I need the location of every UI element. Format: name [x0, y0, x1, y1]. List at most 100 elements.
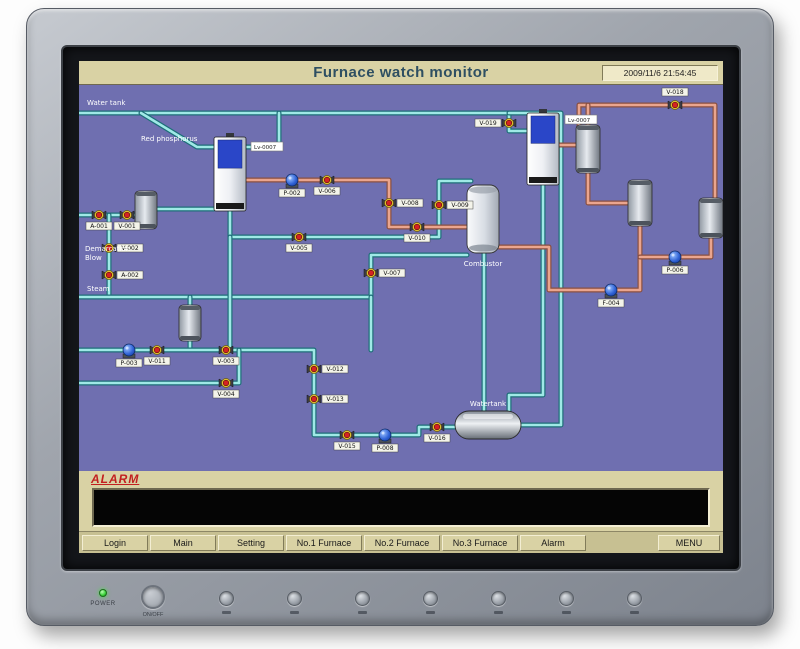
svg-text:V-009: V-009: [451, 202, 469, 209]
tank-reactor: [526, 109, 560, 186]
diagram-label: Watertank: [470, 400, 507, 408]
valve-v-019[interactable]: V-019: [474, 118, 517, 128]
svg-text:A-002: A-002: [121, 272, 139, 279]
bezel-function-button-7[interactable]: [627, 591, 642, 606]
tank-vessel: [698, 197, 723, 239]
menu-button-alarm[interactable]: Alarm: [520, 534, 586, 551]
alarm-panel: ALARM: [79, 471, 723, 531]
screen-frame: Furnace watch monitor 2009/11/6 21:54:45: [61, 45, 741, 571]
power-button[interactable]: [141, 585, 165, 609]
alarm-message-list: [92, 488, 710, 527]
valve-v-015[interactable]: V-015: [333, 430, 361, 451]
valve-v-010[interactable]: V-010: [403, 222, 431, 243]
valve-v-002[interactable]: V-002: [101, 243, 144, 253]
monitor-bezel: Furnace watch monitor 2009/11/6 21:54:45: [26, 8, 774, 626]
title-bar: Furnace watch monitor 2009/11/6 21:54:45: [79, 61, 723, 85]
bezel-function-button-6[interactable]: [559, 591, 574, 606]
pump-p-008[interactable]: P-008: [371, 428, 399, 453]
svg-text:V-001: V-001: [118, 223, 136, 230]
svg-text:P-008: P-008: [376, 445, 393, 452]
valve-v-013[interactable]: V-013: [306, 394, 349, 404]
valve-v-012[interactable]: V-012: [306, 364, 349, 374]
menu-button-no-3-furnace[interactable]: No.3 Furnace: [442, 534, 518, 551]
diagram-label: Demarcation: [85, 245, 130, 253]
svg-text:P-002: P-002: [283, 190, 300, 197]
menu-button-no-2-furnace[interactable]: No.2 Furnace: [364, 534, 440, 551]
svg-text:Lv-0007: Lv-0007: [568, 118, 591, 124]
pipe-hot: [496, 223, 643, 293]
valve-v-009[interactable]: V-009: [431, 200, 474, 210]
pipe-cold: [79, 347, 242, 386]
pump-p-003[interactable]: P-003: [115, 343, 143, 368]
tanks-layer: [134, 109, 723, 440]
diagram-label: Red phosphorus: [141, 135, 198, 143]
svg-text:V-008: V-008: [401, 200, 419, 207]
tank-vessel: [178, 304, 202, 342]
svg-text:V-002: V-002: [121, 245, 139, 252]
menu-button-main[interactable]: Main: [150, 534, 216, 551]
level-indicator: Lv-0007: [250, 141, 284, 152]
page-title: Furnace watch monitor: [313, 64, 489, 81]
clock-display: 2009/11/6 21:54:45: [602, 65, 718, 81]
valve-v-011[interactable]: V-011: [143, 345, 171, 366]
bezel-button-mark: [630, 611, 639, 614]
power-led-label: POWER: [90, 601, 116, 607]
valve-v-005[interactable]: V-005: [285, 232, 313, 253]
pump-p-002[interactable]: P-002: [278, 173, 306, 198]
svg-text:V-004: V-004: [217, 391, 235, 398]
svg-text:V-015: V-015: [338, 443, 356, 450]
diagram-label: Combustor: [464, 260, 503, 268]
valve-v-016[interactable]: V-016: [423, 422, 451, 443]
bezel-button-mark: [290, 611, 299, 614]
menu-button-no-1-furnace[interactable]: No.1 Furnace: [286, 534, 362, 551]
valve-v-003[interactable]: V-003: [212, 345, 240, 366]
tank-horizontal: [454, 410, 522, 440]
svg-text:P-003: P-003: [120, 360, 137, 367]
tank-column: [466, 184, 500, 254]
power-button-label: ON/OFF: [142, 612, 164, 618]
bezel-function-button-4[interactable]: [423, 591, 438, 606]
svg-text:V-011: V-011: [148, 358, 166, 365]
valve-a-001[interactable]: A-001: [85, 210, 113, 231]
bezel-function-button-5[interactable]: [491, 591, 506, 606]
svg-text:V-007: V-007: [383, 270, 401, 277]
tank-vessel: [575, 124, 601, 174]
diagram-label: Blow: [85, 254, 102, 262]
valve-v-001[interactable]: V-001: [113, 210, 141, 231]
front-panel-controls: POWER ON/OFF: [27, 579, 775, 627]
bezel-button-mark: [222, 611, 231, 614]
bezel-function-button-2[interactable]: [287, 591, 302, 606]
power-led: [99, 589, 107, 597]
menu-button-setting[interactable]: Setting: [218, 534, 284, 551]
valve-v-004[interactable]: V-004: [212, 378, 240, 399]
diagram-label: Steam: [87, 285, 110, 293]
diagram-label: Water tank: [87, 99, 126, 107]
svg-text:V-013: V-013: [326, 396, 344, 403]
svg-text:P-006: P-006: [666, 267, 683, 274]
menu-button-login[interactable]: Login: [82, 534, 148, 551]
bezel-function-button-3[interactable]: [355, 591, 370, 606]
hmi-screen: Furnace watch monitor 2009/11/6 21:54:45: [79, 61, 723, 553]
svg-text:Lv-0007: Lv-0007: [254, 145, 277, 151]
function-button-row: [27, 579, 775, 627]
bezel-button-mark: [562, 611, 571, 614]
menu-button-menu[interactable]: MENU: [658, 534, 720, 551]
valve-v-007[interactable]: V-007: [363, 268, 406, 278]
pipe-hot: [585, 170, 631, 206]
svg-text:V-003: V-003: [217, 358, 235, 365]
valve-v-018[interactable]: V-018: [661, 87, 689, 110]
pump-p-006[interactable]: P-006: [661, 250, 689, 275]
pipe-cold: [506, 182, 546, 414]
bezel-function-button-1[interactable]: [219, 591, 234, 606]
svg-text:V-019: V-019: [479, 120, 497, 127]
pump-f-004[interactable]: F-004: [597, 283, 625, 308]
valve-a-002[interactable]: A-002: [101, 270, 144, 280]
valve-v-008[interactable]: V-008: [381, 198, 424, 208]
svg-text:V-006: V-006: [318, 188, 336, 195]
bezel-button-mark: [358, 611, 367, 614]
valve-v-006[interactable]: V-006: [313, 175, 341, 196]
